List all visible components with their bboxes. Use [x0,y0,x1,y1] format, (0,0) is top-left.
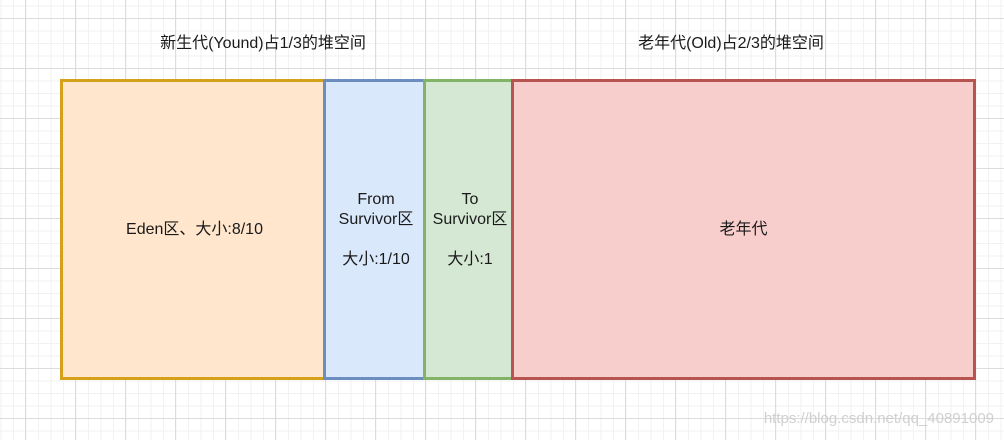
to-survivor-size: 大小:1 [447,250,493,268]
young-generation-title: 新生代(Yound)占1/3的堆空间 [160,35,366,52]
eden-label: Eden区、大小:8/10 [126,220,263,238]
old-generation-region: 老年代 [511,79,976,380]
to-survivor-region: To Survivor区 大小:1 [423,79,514,380]
old-generation-label: 老年代 [719,220,768,238]
from-survivor-line2: Survivor区 [338,210,414,228]
eden-region: Eden区、大小:8/10 [60,79,326,380]
old-generation-title: 老年代(Old)占2/3的堆空间 [638,35,824,52]
to-survivor-line2: Survivor区 [432,210,508,228]
from-survivor-region: From Survivor区 大小:1/10 [323,79,426,380]
watermark: https://blog.csdn.net/qq_40891009 [763,410,994,427]
from-survivor-line1: From [357,190,395,208]
to-survivor-line1: To [461,190,479,208]
from-survivor-size: 大小:1/10 [342,250,410,268]
